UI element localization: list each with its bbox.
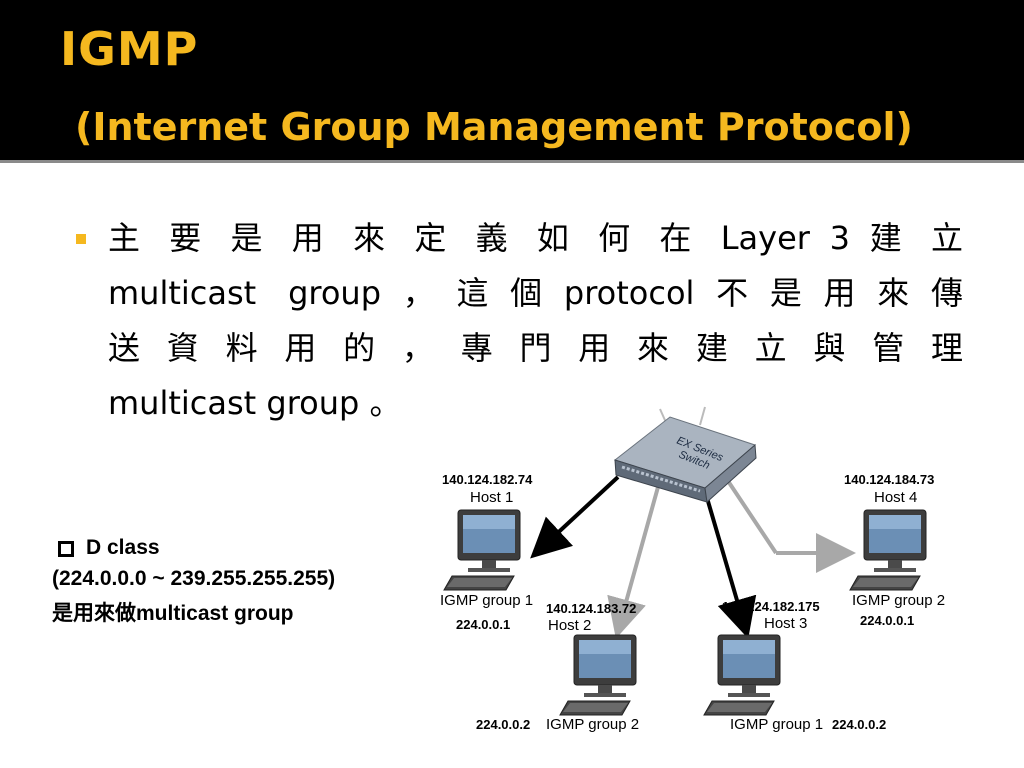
host-1-name: Host 1 [470,489,513,506]
host-4-group: IGMP group 2 [852,592,945,609]
network-diagram: EX Series Switch 140.124.182.74 Host 1 I… [440,406,945,733]
switch-icon: EX Series Switch [613,416,757,503]
bullet-marker-icon [76,234,86,244]
host-3-computer-icon [703,634,781,716]
arrow-to-host-4 [726,479,778,555]
host-2-ip: 140.124.183.72 [546,601,636,616]
square-bullet-icon [58,541,74,557]
bullet-text-line-1: 主 要 是 用 來 定 義 如 何 在 Layer 3 建 立 [108,219,963,257]
bullet-text-line-3: 送 資 料 用 的 ， 專 門 用 來 建 立 與 管 理 [108,329,963,367]
dclass-title: D class [86,536,160,559]
bullet-text-line-2: multicast group，這個protocol不是用來傳 [108,274,963,312]
host-3-group: IGMP group 1 [730,716,823,733]
bullet-text-line-4: multicast group 。 [108,384,402,422]
host-1-ip: 140.124.182.74 [442,472,533,487]
host-2-computer-icon [559,634,637,716]
arrow-to-host-3 [703,490,757,639]
host-4-address: 224.0.0.1 [860,613,914,628]
host-1-group: IGMP group 1 [440,592,533,609]
host-4-computer-icon [849,509,927,591]
slide-subtitle: (Internet Group Management Protocol) [75,105,913,149]
host-1-address: 224.0.0.1 [456,617,510,632]
uplink-line [699,406,706,426]
host-1-computer-icon [443,509,521,591]
host-2-name: Host 2 [548,617,591,634]
host-4-ip: 140.124.184.73 [844,472,934,487]
host-4-name: Host 4 [874,489,917,506]
host-3-name: Host 3 [764,615,807,632]
slide-title: IGMP [60,22,199,76]
arrow-to-host-2 [607,486,660,639]
host-3-ip: 140.124.182.175 [722,599,820,614]
host-2-group: IGMP group 2 [546,716,639,733]
title-bar [0,0,1024,160]
title-divider [0,160,1024,163]
arrow-to-host-1 [530,475,620,559]
host-3-address: 224.0.0.2 [832,717,886,732]
dclass-range: (224.0.0.0 ~ 239.255.255.255) [52,567,336,590]
dclass-description: 是用來做multicast group [52,602,294,625]
host-2-address: 224.0.0.2 [476,717,530,732]
